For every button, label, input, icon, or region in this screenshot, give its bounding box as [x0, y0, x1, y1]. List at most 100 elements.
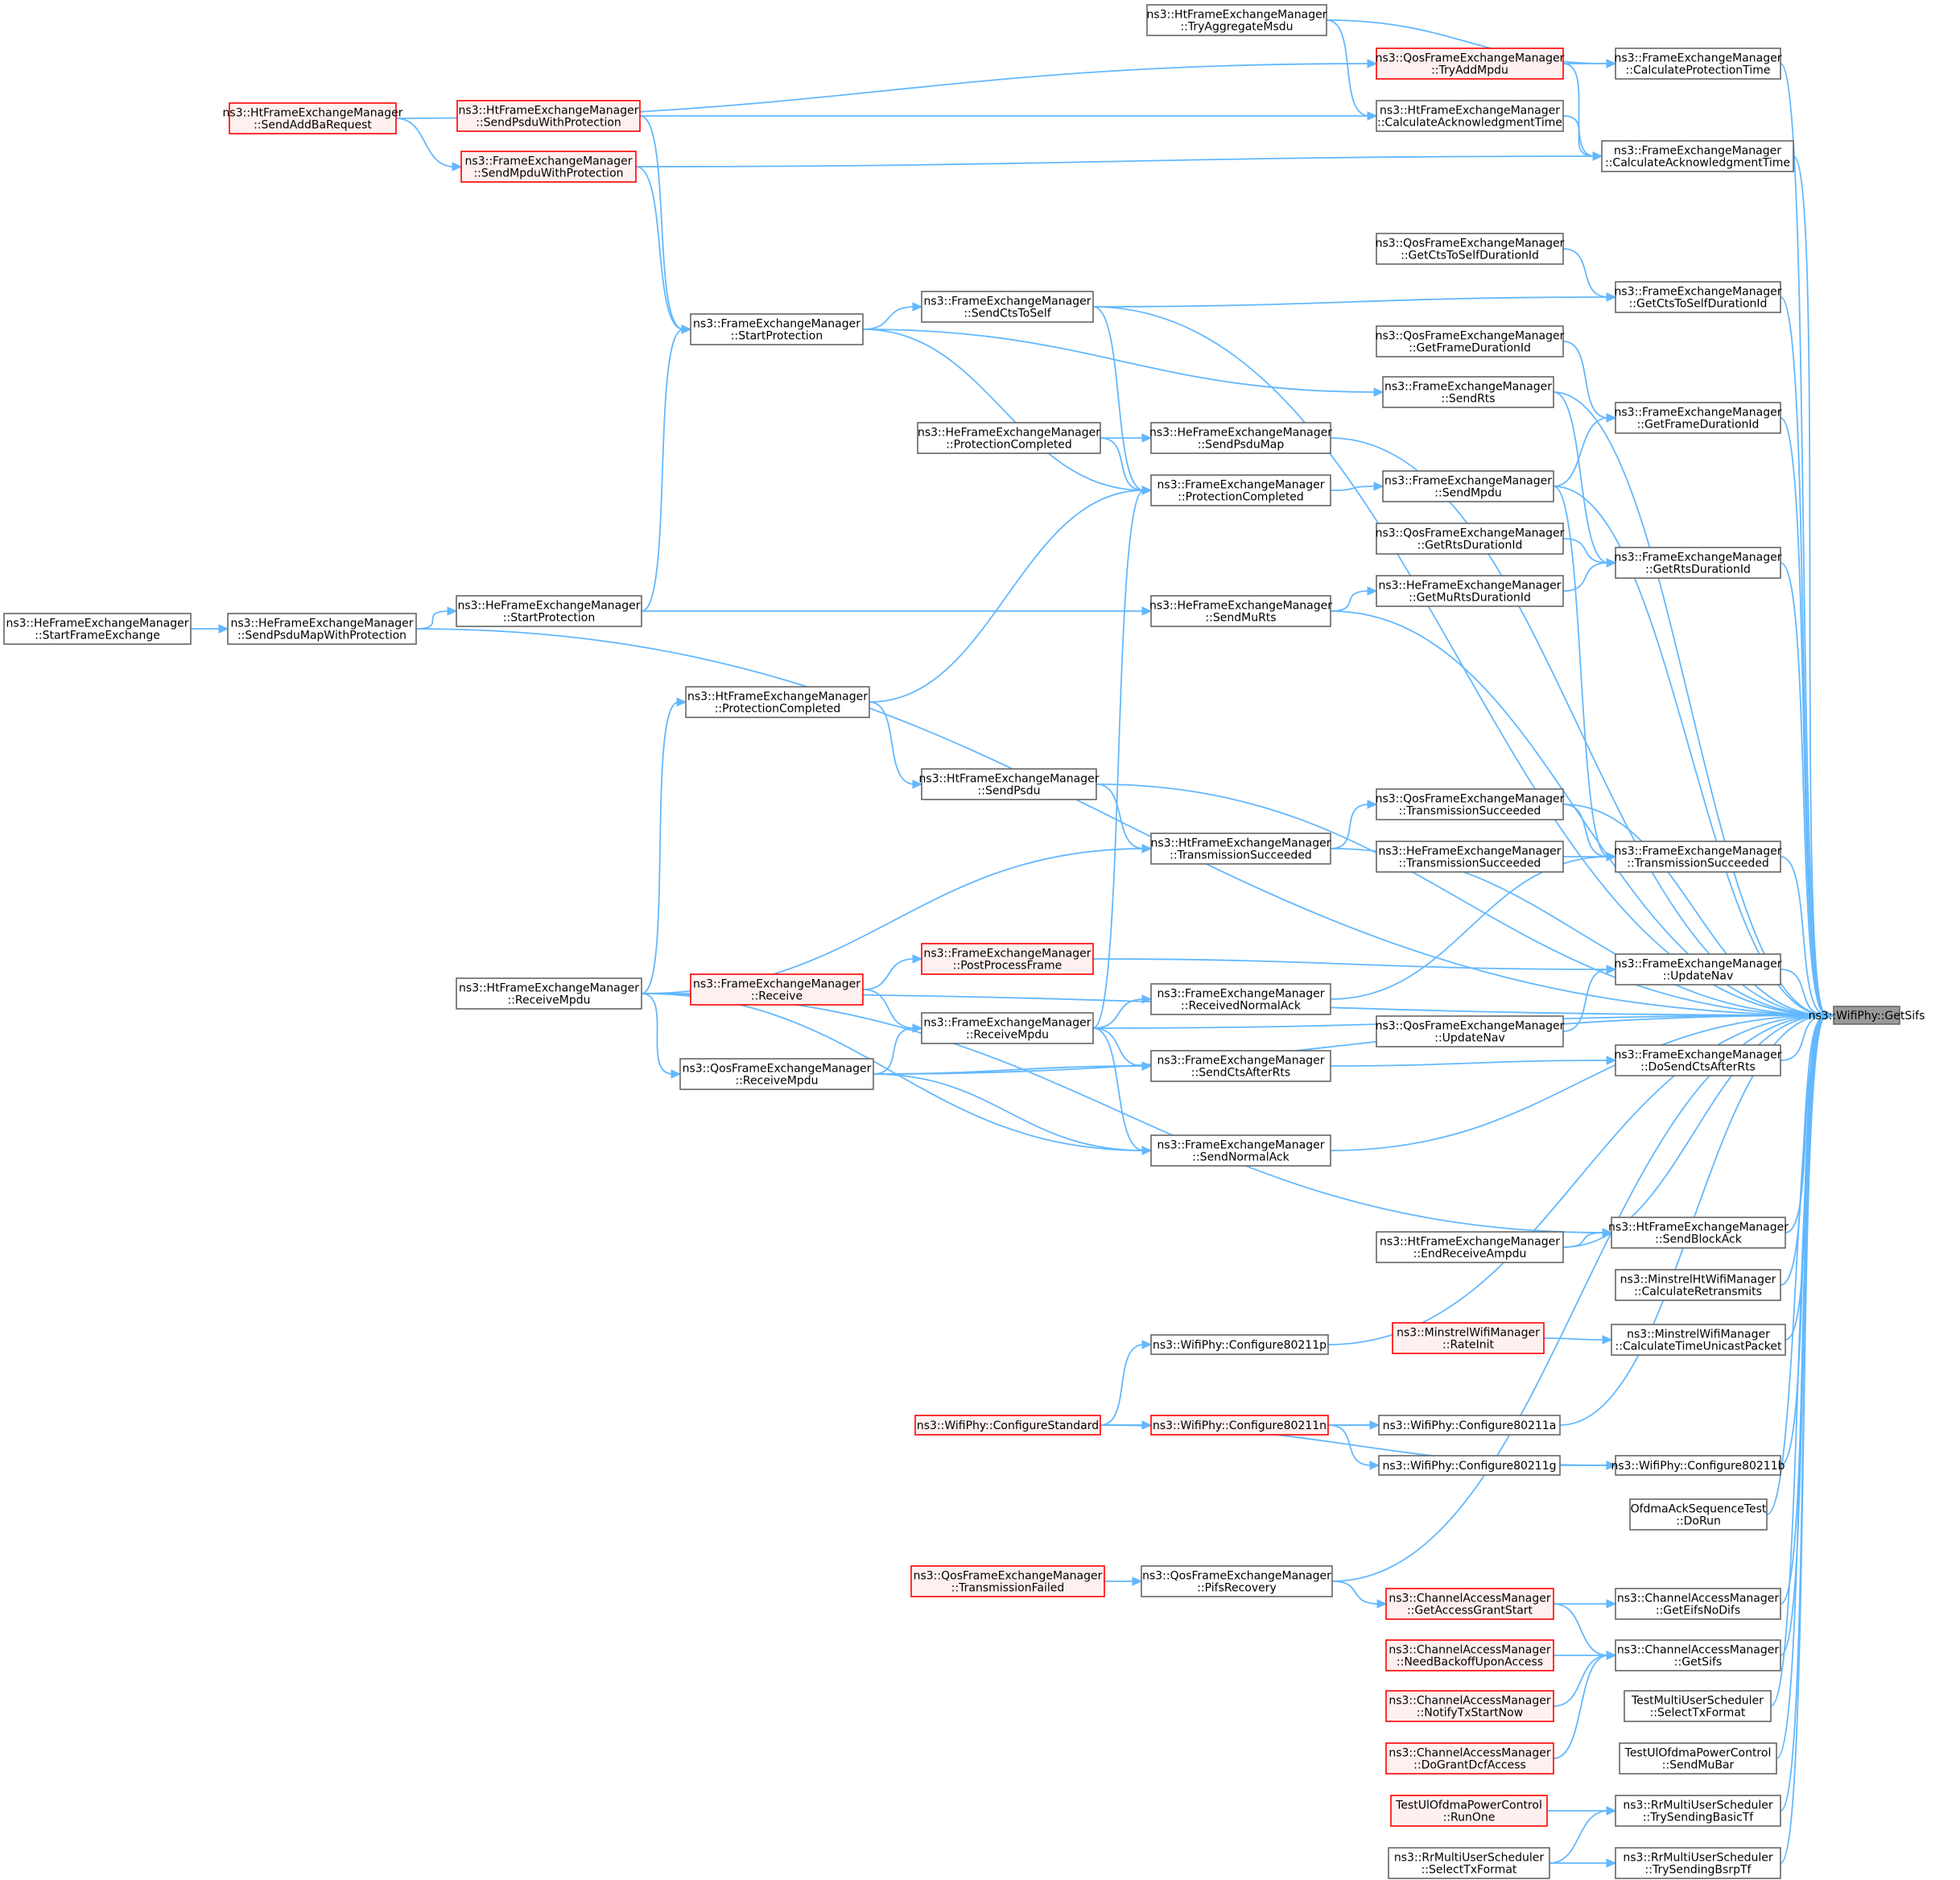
- node-box: [1385, 1742, 1554, 1775]
- edge-fem_startprot-to-fem_protcomp: [862, 328, 1145, 491]
- node-hefem_startframe[interactable]: ns3::HeFrameExchangeManager::StartFrameE…: [3, 613, 192, 645]
- edge-cam_getsifs-to-getsifs_root: [1780, 1014, 1827, 1656]
- node-phy_80211g[interactable]: ns3::WifiPhy::Configure80211g: [1378, 1455, 1561, 1476]
- node-label: ns3::ChannelAccessManager: [1617, 1644, 1780, 1657]
- node-fem_getrts[interactable]: ns3::FrameExchangeManager::GetRtsDuratio…: [1615, 547, 1782, 579]
- node-min_calctime[interactable]: ns3::MinstrelWifiManager::CalculateTimeU…: [1611, 1324, 1786, 1356]
- node-box: [910, 1565, 1105, 1597]
- edge-qos_tryaddmpdu-to-fem_calcack: [1562, 63, 1595, 157]
- node-fem_sendctsafter[interactable]: ns3::FrameExchangeManager::SendCtsAfterR…: [1150, 1050, 1331, 1082]
- node-hefem_startprot[interactable]: ns3::HeFrameExchangeManager::StartProtec…: [456, 595, 642, 627]
- edge-arrowhead: [676, 697, 687, 707]
- node-tulpc_sendmubar[interactable]: TestUlOfdmaPowerControl::SendMuBar: [1619, 1742, 1777, 1775]
- node-qos_updatenav[interactable]: ns3::QosFrameExchangeManager::UpdateNav: [1376, 1015, 1565, 1047]
- node-box: [1376, 575, 1564, 607]
- node-qos_tryaddmpdu[interactable]: ns3::QosFrameExchangeManager::TryAddMpdu: [1376, 48, 1565, 80]
- node-tulpc_runone[interactable]: TestUlOfdmaPowerControl::RunOne: [1390, 1795, 1548, 1827]
- node-hefem_sendmurts[interactable]: ns3::HeFrameExchangeManager::SendMuRts: [1149, 595, 1332, 627]
- node-label: ::PostProcessFrame: [953, 960, 1062, 973]
- node-phy_configstd[interactable]: ns3::WifiPhy::ConfigureStandard: [914, 1415, 1101, 1436]
- node-cam_dogrant[interactable]: ns3::ChannelAccessManager::DoGrantDcfAcc…: [1385, 1742, 1554, 1775]
- node-htfem_recvmpdu[interactable]: ns3::HtFrameExchangeManager::ReceiveMpdu: [456, 977, 642, 1010]
- node-label: ::SendPsdu: [978, 785, 1041, 798]
- node-fem_recvmpdu[interactable]: ns3::FrameExchangeManager::ReceiveMpdu: [921, 1012, 1094, 1044]
- node-rr_trybasic[interactable]: ns3::RrMultiUserScheduler::TrySendingBas…: [1615, 1795, 1781, 1827]
- node-ofdma_dorun[interactable]: OfdmaAckSequenceTest::DoRun: [1629, 1498, 1768, 1531]
- node-fem_calcprot[interactable]: ns3::FrameExchangeManager::CalculateProt…: [1615, 48, 1782, 80]
- node-htfem_sendpsduprot[interactable]: ns3::HtFrameExchangeManager::SendPsduWit…: [456, 100, 641, 132]
- node-fem_sendmpdu[interactable]: ns3::FrameExchangeManager::SendMpdu: [1382, 470, 1554, 502]
- node-htfem_sendblockack[interactable]: ns3::HtFrameExchangeManager::SendBlockAc…: [1608, 1217, 1789, 1249]
- node-label: ::GetRtsDurationId: [1417, 539, 1523, 552]
- node-qos_getframe[interactable]: ns3::QosFrameExchangeManager::GetFrameDu…: [1376, 325, 1565, 357]
- node-fem_txsucc[interactable]: ns3::FrameExchangeManager::TransmissionS…: [1615, 841, 1782, 873]
- node-fem_protcomp[interactable]: ns3::FrameExchangeManager::ProtectionCom…: [1150, 474, 1331, 506]
- node-label: ns3::FrameExchangeManager: [1615, 407, 1782, 419]
- edge-qos_recvmpdu-to-fem_sendctsafter: [873, 1065, 1145, 1075]
- node-fem_updatenav[interactable]: ns3::FrameExchangeManager::UpdateNav: [1615, 953, 1782, 985]
- node-fem_getcts[interactable]: ns3::FrameExchangeManager::GetCtsToSelfD…: [1615, 281, 1782, 313]
- node-rr_selecttx[interactable]: ns3::RrMultiUserScheduler::SelectTxForma…: [1388, 1847, 1550, 1879]
- node-label: ns3::QosFrameExchangeManager: [1376, 238, 1565, 250]
- node-tmus_selecttx[interactable]: TestMultiUserScheduler::SelectTxFormat: [1624, 1690, 1772, 1722]
- node-hefem_txsucc[interactable]: ns3::HeFrameExchangeManager::Transmissio…: [1376, 841, 1564, 873]
- node-hefem_sendpsdumap[interactable]: ns3::HeFrameExchangeManager::SendPsduMap: [1149, 422, 1332, 454]
- node-fem_sendmpduprot[interactable]: ns3::FrameExchangeManager::SendMpduWithP…: [460, 151, 637, 183]
- node-qos_txfailed[interactable]: ns3::QosFrameExchangeManager::Transmissi…: [910, 1565, 1105, 1597]
- node-label: ns3::WifiPhy::GetSifs: [1809, 1010, 1925, 1023]
- node-fem_recvnormalack[interactable]: ns3::FrameExchangeManager::ReceivedNorma…: [1150, 983, 1331, 1015]
- node-cam_notifytx[interactable]: ns3::ChannelAccessManager::NotifyTxStart…: [1385, 1690, 1554, 1722]
- edge-arrowhead: [1141, 1340, 1153, 1349]
- node-htfem_sendaddba[interactable]: ns3::HtFrameExchangeManager::SendAddBaRe…: [223, 102, 403, 134]
- node-getsifs_root[interactable]: ns3::WifiPhy::GetSifs: [1809, 1006, 1925, 1025]
- node-phy_80211a[interactable]: ns3::WifiPhy::Configure80211a: [1378, 1415, 1561, 1436]
- node-box: [1150, 422, 1331, 454]
- node-qos_pifs[interactable]: ns3::QosFrameExchangeManager::PifsRecove…: [1141, 1565, 1333, 1597]
- node-min_rateinit[interactable]: ns3::MinstrelWifiManager::RateInit: [1392, 1322, 1545, 1354]
- node-fem_postprocess[interactable]: ns3::FrameExchangeManager::PostProcessFr…: [921, 943, 1094, 975]
- edge-qos_updatenav-to-fem_updatenav: [1562, 969, 1609, 1032]
- node-label: ns3::WifiPhy::Configure80211g: [1382, 1460, 1556, 1473]
- node-htfem_endrecv[interactable]: ns3::HtFrameExchangeManager::EndReceiveA…: [1376, 1231, 1564, 1263]
- node-fem_receive[interactable]: ns3::FrameExchangeManager::Receive: [690, 973, 864, 1006]
- node-hefem_protcomp[interactable]: ns3::HeFrameExchangeManager::ProtectionC…: [917, 422, 1101, 454]
- node-qos_txsucc[interactable]: ns3::QosFrameExchangeManager::Transmissi…: [1376, 788, 1565, 820]
- node-cam_geteifs[interactable]: ns3::ChannelAccessManager::GetEifsNoDifs: [1615, 1588, 1781, 1620]
- node-phy_80211b[interactable]: ns3::WifiPhy::Configure80211b: [1611, 1455, 1785, 1476]
- node-cam_getaccess[interactable]: ns3::ChannelAccessManager::GetAccessGran…: [1385, 1588, 1554, 1620]
- node-qos_recvmpdu[interactable]: ns3::QosFrameExchangeManager::ReceiveMpd…: [679, 1058, 874, 1090]
- node-label: ns3::HeFrameExchangeManager: [1149, 427, 1332, 440]
- node-rr_trybsrp[interactable]: ns3::RrMultiUserScheduler::TrySendingBsr…: [1615, 1847, 1781, 1879]
- node-box: [1615, 48, 1781, 80]
- node-hefem_sendpsdumapprot[interactable]: ns3::HeFrameExchangeManager::SendPsduMap…: [227, 613, 417, 645]
- node-phy_80211n[interactable]: ns3::WifiPhy::Configure80211n: [1150, 1415, 1329, 1436]
- node-htfem_tryagg[interactable]: ns3::HtFrameExchangeManager::TryAggregat…: [1146, 4, 1327, 36]
- edge-rr_trybsrp-to-getsifs_root: [1780, 1014, 1827, 1864]
- node-fem_startprot[interactable]: ns3::FrameExchangeManager::StartProtecti…: [690, 313, 864, 345]
- node-label: ::TransmissionSucceeded: [1399, 857, 1541, 870]
- node-fem_getframe[interactable]: ns3::FrameExchangeManager::GetFrameDurat…: [1615, 402, 1782, 434]
- node-htfem_protcomp[interactable]: ns3::HtFrameExchangeManager::ProtectionC…: [685, 686, 870, 718]
- node-hefem_getmurts[interactable]: ns3::HeFrameExchangeManager::GetMuRtsDur…: [1376, 575, 1564, 607]
- node-label: ::GetCtsToSelfDurationId: [1629, 298, 1768, 311]
- node-qos_getrts[interactable]: ns3::QosFrameExchangeManager::GetRtsDura…: [1376, 523, 1565, 555]
- node-minht_calcretx[interactable]: ns3::MinstrelHtWifiManager::CalculateRet…: [1615, 1269, 1781, 1301]
- node-fem_sendcts[interactable]: ns3::FrameExchangeManager::SendCtsToSelf: [921, 291, 1094, 323]
- node-fem_sendrts[interactable]: ns3::FrameExchangeManager::SendRts: [1382, 376, 1554, 408]
- node-htfem_txsucc[interactable]: ns3::HtFrameExchangeManager::Transmissio…: [1150, 833, 1331, 865]
- node-box: [921, 943, 1094, 975]
- node-htfem_sendpsdu[interactable]: ns3::HtFrameExchangeManager::SendPsdu: [919, 768, 1100, 800]
- node-fem_dosendcts[interactable]: ns3::FrameExchangeManager::DoSendCtsAfte…: [1615, 1044, 1782, 1076]
- node-phy_80211p[interactable]: ns3::WifiPhy::Configure80211p: [1150, 1334, 1329, 1355]
- node-label: ::ProtectionCompleted: [715, 703, 841, 716]
- node-cam_needbackoff[interactable]: ns3::ChannelAccessManager::NeedBackoffUp…: [1385, 1639, 1554, 1671]
- node-label: ::ReceiveMpdu: [966, 1029, 1049, 1042]
- node-htfem_calcack[interactable]: ns3::HtFrameExchangeManager::CalculateAc…: [1376, 100, 1564, 132]
- node-label: ::SendMuBar: [1662, 1759, 1735, 1772]
- node-box: [1382, 470, 1554, 502]
- node-qos_getcts[interactable]: ns3::QosFrameExchangeManager::GetCtsToSe…: [1376, 233, 1565, 265]
- node-label: ns3::QosFrameExchangeManager: [1142, 1570, 1331, 1583]
- node-cam_getsifs[interactable]: ns3::ChannelAccessManager::GetSifs: [1615, 1639, 1781, 1671]
- node-fem_calcack[interactable]: ns3::FrameExchangeManager::CalculateAckn…: [1601, 140, 1794, 172]
- node-fem_sendnormalack[interactable]: ns3::FrameExchangeManager::SendNormalAck: [1150, 1134, 1331, 1167]
